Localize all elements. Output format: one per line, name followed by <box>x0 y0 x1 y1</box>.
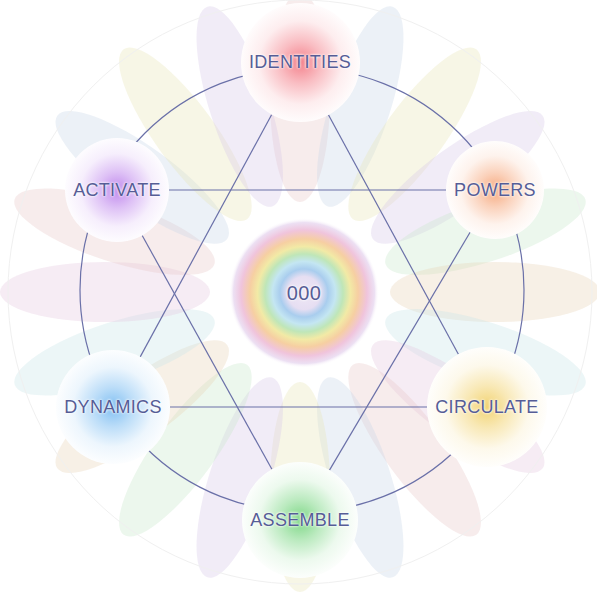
circle-base <box>427 347 547 467</box>
circle-fill <box>427 347 547 467</box>
glow-circle: IDENTITIES <box>241 3 360 122</box>
glow-circle: ASSEMBLE <box>242 462 358 578</box>
circle-base <box>446 141 544 239</box>
circle-base <box>65 138 169 242</box>
node-label: POWERS <box>454 180 536 201</box>
outer-faint-ring <box>8 0 592 584</box>
node-label: ACTIVATE <box>73 180 161 201</box>
node-label: CIRCULATE <box>435 397 538 418</box>
circle-base <box>56 350 170 464</box>
star-line <box>170 406 427 407</box>
node-label: DYNAMICS <box>64 397 161 418</box>
glow-circle: POWERS <box>446 141 544 239</box>
circle-fill <box>241 3 360 122</box>
circle-fill <box>65 138 169 242</box>
circle-fill <box>56 350 170 464</box>
glow-circle: CIRCULATE <box>427 347 547 467</box>
glow-circle: ACTIVATE <box>65 138 169 242</box>
circle-base <box>241 3 360 122</box>
star-line <box>169 189 446 190</box>
circle-fill <box>446 141 544 239</box>
center-label: 000 <box>287 282 321 305</box>
glow-circle: DYNAMICS <box>56 350 170 464</box>
circle-fill <box>229 218 379 368</box>
center-circle: 000 <box>229 218 379 368</box>
node-label: ASSEMBLE <box>250 510 349 531</box>
circle-fill <box>242 462 358 578</box>
node-label: IDENTITIES <box>249 52 351 73</box>
circle-base <box>242 462 358 578</box>
